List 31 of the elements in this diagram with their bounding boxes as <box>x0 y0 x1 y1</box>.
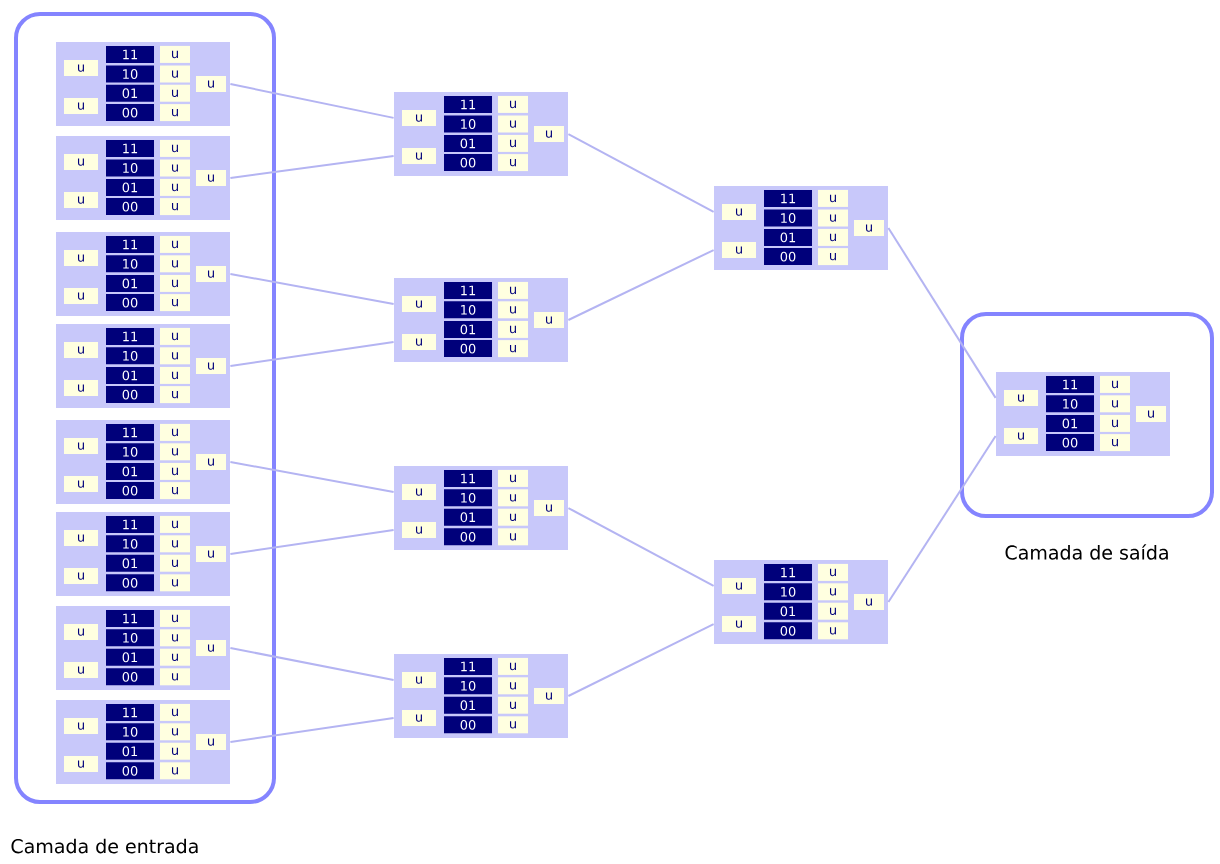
lookup-table-unit <box>56 606 230 690</box>
lookup-table-unit <box>56 420 230 504</box>
connector-line <box>229 461 395 493</box>
lookup-table-unit <box>56 700 230 784</box>
connector-line <box>567 507 715 587</box>
lookup-table-unit <box>714 186 888 270</box>
lookup-table-unit <box>714 560 888 644</box>
connector-line <box>229 647 395 681</box>
connector-line <box>887 435 997 603</box>
connector-line <box>567 133 715 213</box>
connector-line <box>229 529 395 555</box>
lookup-table-unit <box>56 42 230 126</box>
connector-line <box>567 249 715 321</box>
lookup-table-unit <box>56 324 230 408</box>
lookup-table-unit <box>394 466 568 550</box>
connector-line <box>567 623 715 697</box>
connector-line <box>229 83 395 119</box>
layer-label: Camada de saída <box>1005 544 1168 560</box>
lookup-table-unit <box>394 92 568 176</box>
lookup-table-unit <box>56 512 230 596</box>
connector-line <box>229 273 395 305</box>
lookup-table-unit <box>394 278 568 362</box>
connector-line <box>229 341 395 367</box>
lookup-table-unit <box>56 232 230 316</box>
connector-line <box>887 227 997 399</box>
connector-line <box>229 155 395 179</box>
lookup-table-unit <box>996 372 1170 456</box>
lookup-table-unit <box>394 654 568 738</box>
layer-label: Camada de entrada <box>11 838 198 854</box>
connector-line <box>229 717 395 743</box>
lookup-table-unit <box>56 136 230 220</box>
